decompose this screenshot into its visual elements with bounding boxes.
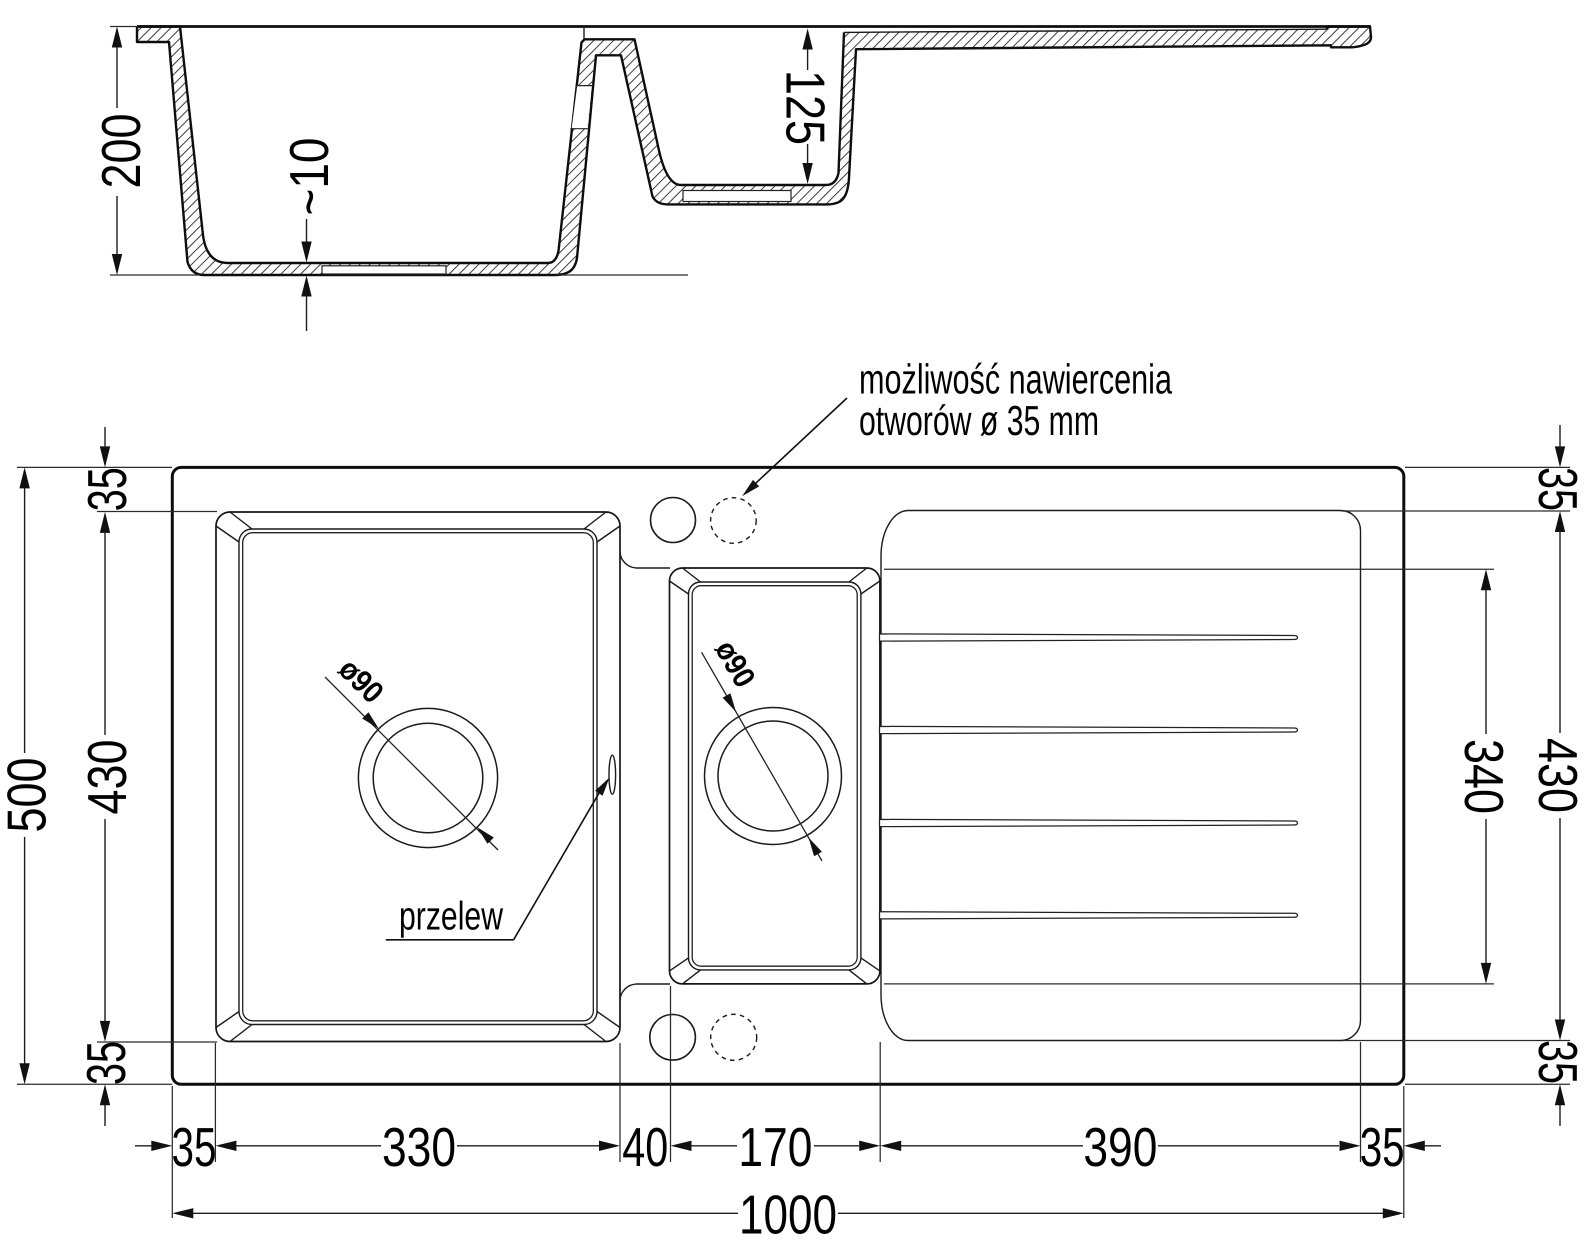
svg-text:200: 200 — [90, 114, 152, 189]
svg-text:~10: ~10 — [278, 138, 340, 216]
svg-text:35: 35 — [172, 1116, 217, 1178]
svg-text:35: 35 — [1527, 1040, 1589, 1084]
svg-text:40: 40 — [622, 1116, 668, 1178]
svg-text:35: 35 — [1527, 467, 1589, 511]
svg-text:125: 125 — [775, 70, 837, 145]
svg-text:430: 430 — [76, 740, 138, 815]
svg-text:możliwość nawiercenia: możliwość nawiercenia — [859, 356, 1172, 403]
svg-text:35: 35 — [75, 1041, 137, 1085]
svg-text:otworów ø 35 mm: otworów ø 35 mm — [859, 397, 1099, 444]
svg-text:330: 330 — [382, 1116, 456, 1178]
svg-text:500: 500 — [0, 758, 58, 833]
svg-text:przelew: przelew — [399, 895, 503, 939]
svg-text:35: 35 — [1360, 1116, 1405, 1178]
svg-text:35: 35 — [76, 467, 138, 511]
svg-text:1000: 1000 — [739, 1183, 837, 1236]
svg-text:170: 170 — [738, 1116, 812, 1178]
svg-text:430: 430 — [1527, 738, 1589, 813]
svg-text:340: 340 — [1453, 739, 1515, 814]
svg-text:390: 390 — [1083, 1116, 1157, 1178]
